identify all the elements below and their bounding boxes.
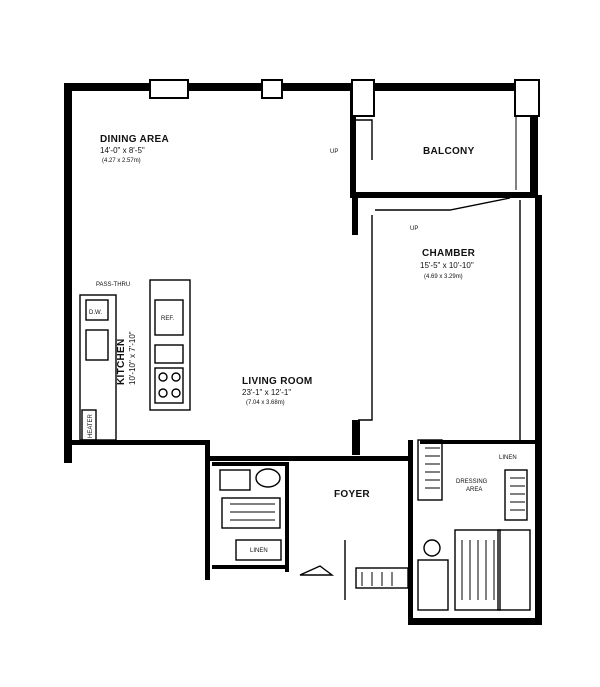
dressing-area-sub: AREA (466, 487, 482, 493)
interior-lines (79, 119, 531, 611)
dining-area-metric: (4.27 x 2.57m) (102, 158, 141, 164)
hatching (230, 447, 525, 600)
room-labels: DINING AREA 14'-0" x 8'-5" (4.27 x 2.57m… (100, 134, 488, 500)
up-label-1: UP (330, 149, 338, 155)
foyer-name: FOYER (334, 489, 370, 500)
dw-label: D.W. (89, 310, 102, 316)
living-room-name: LIVING ROOM (242, 376, 313, 387)
linen-label-2: LINEN (499, 455, 517, 461)
linen-label-1: LINEN (250, 548, 268, 554)
living-room-metric: (7.04 x 3.68m) (246, 400, 285, 406)
kitchen-name: KITCHEN (116, 338, 127, 385)
living-room-dims: 23'-1" x 12'-1" (242, 388, 291, 397)
chamber-dims: 15'-5" x 10'-10" (420, 261, 474, 270)
balcony-name: BALCONY (423, 146, 475, 157)
ref-label: REF. (161, 316, 174, 322)
kitchen-dims: 10'-10" x 7'-10" (128, 331, 137, 385)
up-label-2: UP (410, 226, 418, 232)
columns (149, 79, 540, 117)
dining-area-name: DINING AREA (100, 134, 169, 145)
chamber-metric: (4.69 x 3.29m) (424, 274, 463, 280)
fixture-labels: UP UP PASS-THRU D.W. REF. LINEN LINEN HE… (88, 149, 517, 554)
heater-label: HEATER (88, 413, 94, 438)
pass-thru-label: PASS-THRU (96, 282, 130, 288)
chamber-name: CHAMBER (422, 248, 476, 259)
dressing-area-name: DRESSING (456, 479, 488, 485)
dining-area-dims: 14'-0" x 8'-5" (100, 146, 145, 155)
walls (64, 83, 542, 625)
